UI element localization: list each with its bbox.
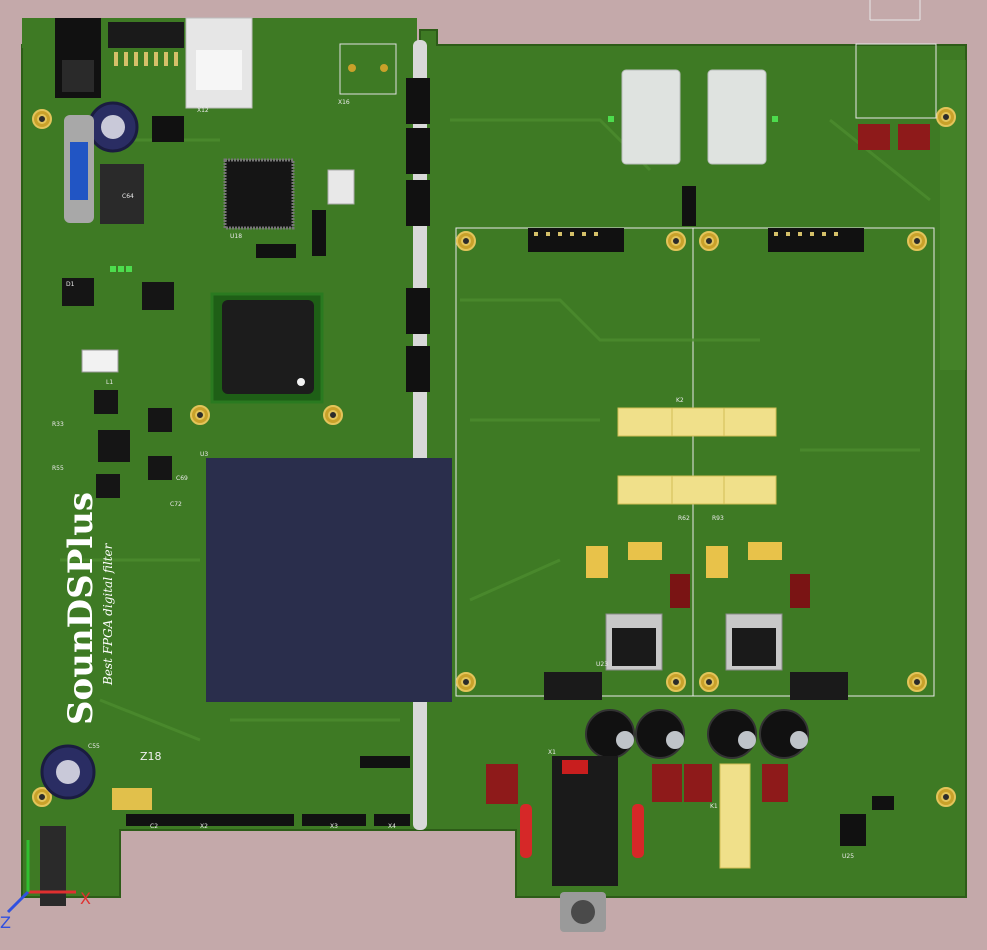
- fuse: [64, 115, 94, 223]
- mounting-holes: [32, 107, 956, 807]
- brand-logo: SounDSPlus Best FPGA digital filter: [61, 492, 115, 725]
- yellow-resistor-stack: [719, 763, 751, 869]
- output-capacitors: [585, 709, 809, 759]
- voltage-regulators: [605, 613, 783, 671]
- svg-text:SounDSPlus: SounDSPlus: [61, 492, 101, 725]
- tantalum-caps-right: [586, 542, 782, 578]
- precision-resistors: [617, 407, 777, 505]
- label-c55: C55: [88, 743, 100, 750]
- fpga-chip: [210, 292, 324, 404]
- top-right-connector[interactable]: [855, 0, 937, 119]
- label-x3: X3: [330, 823, 338, 830]
- pin-header-left[interactable]: [544, 672, 602, 700]
- toslink-connector[interactable]: [339, 43, 397, 95]
- soic-ic-2: [142, 282, 174, 310]
- label-u18: U18: [230, 233, 242, 240]
- relay-2: [707, 69, 767, 165]
- film-cap-out-1: [486, 764, 518, 804]
- label-c72: C72: [170, 501, 182, 508]
- label-k1: K1: [710, 803, 718, 810]
- relay-out-1: [858, 124, 890, 150]
- relay-out-2: [898, 124, 930, 150]
- gpio-header[interactable]: [126, 756, 410, 826]
- regulator-ic: [152, 116, 184, 142]
- label-d1: D1: [66, 281, 75, 288]
- label-k2: K2: [676, 397, 684, 404]
- label-x12: X12: [197, 107, 209, 114]
- svg-text:Best FPGA digital filter: Best FPGA digital filter: [101, 542, 115, 686]
- film-cap-1: [670, 574, 690, 608]
- power-inductor: [100, 164, 144, 224]
- label-x1: X1: [548, 749, 556, 756]
- label-r33: R33: [52, 421, 64, 428]
- label-l1: L1: [106, 379, 113, 386]
- axis-gizmo: X Z: [0, 840, 91, 932]
- resistor-red-1: [520, 804, 532, 858]
- crystal: [81, 349, 119, 373]
- tantalum-capacitor: [112, 788, 152, 810]
- relay-1: [621, 69, 681, 165]
- oscillator: [327, 169, 355, 205]
- top-pin-header[interactable]: [108, 22, 184, 66]
- label-r62: R62: [678, 515, 690, 522]
- electrolytic-capacitor: [87, 101, 139, 153]
- axis-x-label: X: [80, 889, 91, 908]
- center-jumper[interactable]: [682, 186, 696, 226]
- power-converters: [94, 390, 172, 498]
- label-c2: C2: [150, 823, 158, 830]
- label-u23: U23: [596, 661, 608, 668]
- status-leds: [110, 266, 132, 272]
- label-c69: C69: [176, 475, 188, 482]
- resistor-red-2: [632, 804, 644, 858]
- label-z18: Z18: [140, 750, 162, 763]
- film-cap-2: [790, 574, 810, 608]
- label-c64: C64: [122, 193, 134, 200]
- op-amp-ic: [840, 814, 866, 846]
- label-r93: R93: [712, 515, 724, 522]
- usb-connector[interactable]: [185, 17, 253, 109]
- bottom-connector[interactable]: [40, 826, 66, 906]
- shield-can: [206, 458, 452, 702]
- jtag-header[interactable]: [256, 244, 296, 258]
- soic-ic-1: [62, 278, 94, 306]
- label-x16: X16: [338, 99, 350, 106]
- label-x2: X2: [200, 823, 208, 830]
- dsp-qfp-chip: [223, 158, 295, 230]
- axis-z-label: Z: [0, 913, 11, 932]
- label-r55: R55: [52, 465, 64, 472]
- top-headers[interactable]: [528, 228, 864, 252]
- label-u3: U3: [200, 451, 208, 458]
- audio-output-jack[interactable]: [552, 756, 618, 932]
- pin-header-right[interactable]: [790, 672, 848, 700]
- buffer-ics: [406, 78, 430, 392]
- dc-power-jack[interactable]: [55, 18, 101, 98]
- label-x4: X4: [388, 823, 396, 830]
- jumper-header[interactable]: [312, 210, 326, 256]
- label-u25: U25: [842, 853, 854, 860]
